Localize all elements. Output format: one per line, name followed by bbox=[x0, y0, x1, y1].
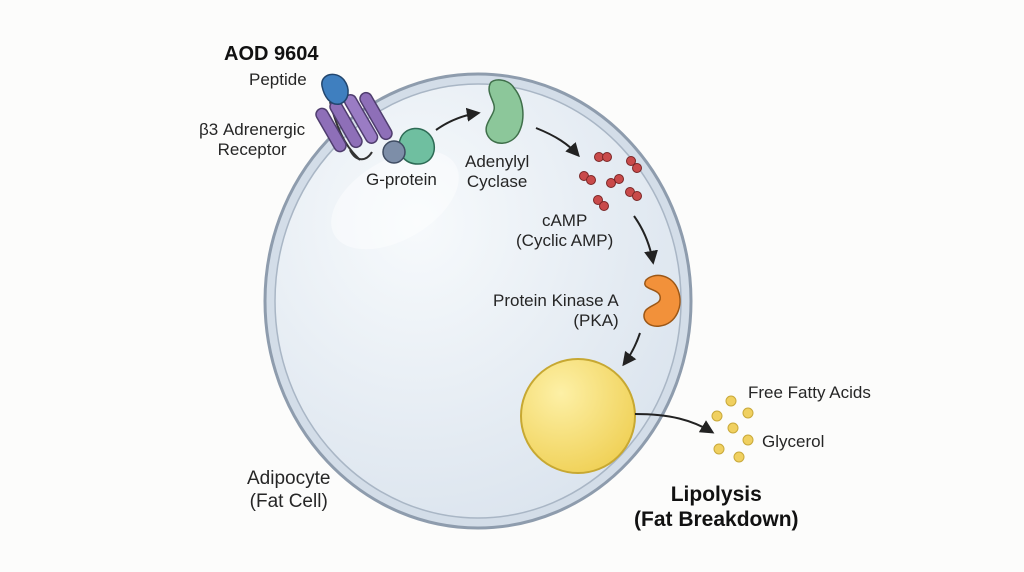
adipocyte-label: Adipocyte (Fat Cell) bbox=[247, 468, 330, 514]
lipolysis-label-line2: (Fat Breakdown) bbox=[634, 508, 799, 532]
pka-label-line2: (PKA) bbox=[573, 311, 619, 331]
camp-label: cAMP (Cyclic AMP) bbox=[516, 211, 613, 252]
adipocyte-label-line1: Adipocyte bbox=[247, 468, 331, 489]
receptor-label-line1: β3 Adrenergic bbox=[199, 120, 306, 139]
adenylyl-label-line1: Adenylyl bbox=[465, 152, 530, 171]
receptor-label-line2: Receptor bbox=[217, 140, 287, 160]
adenylyl-cyclase-label: Adenylyl Cyclase bbox=[465, 152, 529, 193]
peptide-title: AOD 9604 bbox=[224, 43, 319, 65]
fatty-acid-dots bbox=[711, 395, 754, 463]
free-fatty-acids-label: Free Fatty Acids bbox=[748, 383, 871, 402]
adenylyl-label-line2: Cyclase bbox=[466, 172, 528, 192]
gprotein-label: G-protein bbox=[366, 170, 437, 189]
lipolysis-label: Lipolysis (Fat Breakdown) bbox=[634, 482, 799, 532]
adipocyte-label-line2: (Fat Cell) bbox=[249, 490, 328, 512]
camp-molecules bbox=[579, 152, 642, 211]
lipid-droplet bbox=[520, 358, 636, 474]
receptor-label: β3 Adrenergic Receptor bbox=[199, 120, 305, 161]
pka-label-line1: Protein Kinase A bbox=[493, 291, 619, 310]
pka-shape bbox=[643, 274, 681, 327]
peptide-subtitle: Peptide bbox=[249, 70, 307, 89]
adenylyl-cyclase-shape bbox=[485, 79, 524, 144]
gprotein-shape bbox=[382, 127, 436, 165]
beta3-receptor-shape bbox=[315, 91, 393, 161]
camp-label-line1: cAMP bbox=[541, 211, 588, 230]
lipolysis-label-line1: Lipolysis bbox=[670, 483, 762, 506]
peptide-shape bbox=[321, 73, 349, 105]
pka-label: Protein Kinase A (PKA) bbox=[493, 291, 619, 332]
glycerol-label: Glycerol bbox=[762, 432, 825, 451]
camp-label-line2: (Cyclic AMP) bbox=[516, 231, 614, 251]
pathway-arrows bbox=[435, 107, 715, 434]
adipocyte-cell bbox=[263, 72, 693, 530]
